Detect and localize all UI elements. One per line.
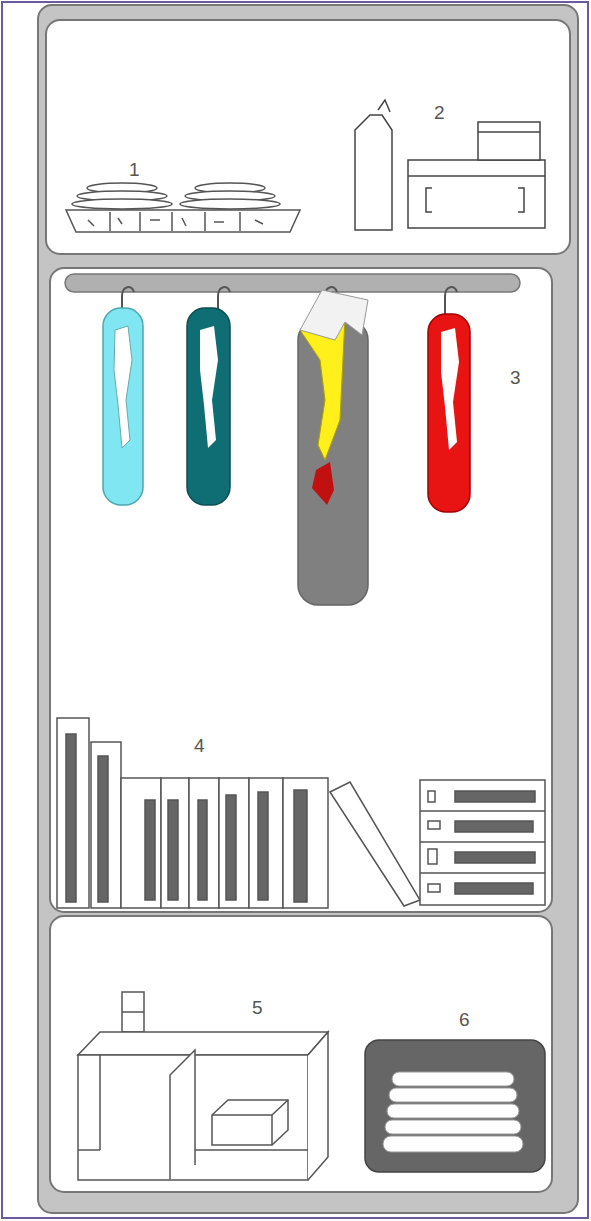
callout-number: 3	[510, 368, 521, 387]
tray-stacks	[66, 183, 300, 232]
cabinet-body	[38, 5, 578, 1213]
callout-number: 2	[434, 103, 445, 122]
shelf-unit	[78, 992, 328, 1180]
hanger-hooks	[122, 287, 457, 318]
bottom-compartment	[50, 916, 552, 1192]
top-compartment	[46, 20, 570, 254]
callout-number: 6	[459, 1010, 470, 1029]
callout-number: 4	[194, 736, 205, 755]
cushion-box	[365, 1040, 545, 1172]
hanging-garments	[103, 290, 470, 605]
middle-compartment	[50, 268, 552, 912]
callout-number: 1	[129, 160, 140, 179]
bottle-and-boxes	[355, 100, 545, 230]
book-row	[57, 718, 545, 908]
callout-number: 5	[252, 998, 263, 1017]
